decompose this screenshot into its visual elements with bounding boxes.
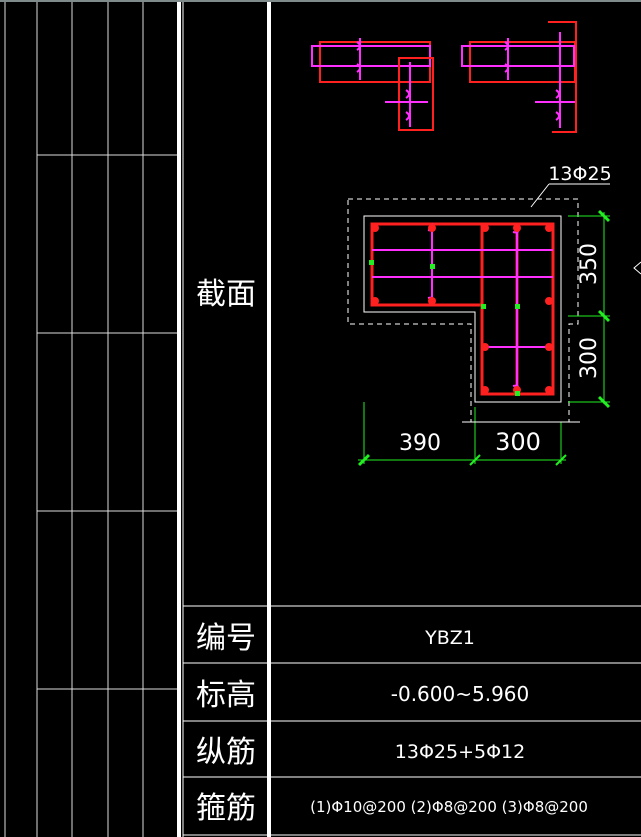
row-value-elevation: -0.600~5.960 bbox=[391, 682, 530, 706]
rebar-callout-text: 13Φ25 bbox=[548, 163, 611, 185]
dim-height-lower: 300 bbox=[577, 337, 602, 379]
small-rebar-bars bbox=[369, 260, 520, 396]
row-label-id: 编号 bbox=[196, 621, 256, 656]
rebar-callout: 13Φ25 bbox=[530, 163, 612, 208]
row-label-stirrup: 箍筋 bbox=[196, 791, 256, 826]
rebar-bars bbox=[371, 224, 553, 394]
stirrups bbox=[372, 223, 553, 394]
section-label: 截面 bbox=[196, 277, 256, 312]
dim-width-right: 300 bbox=[495, 428, 541, 456]
row-value-long-rebar: 13Φ25+5Φ12 bbox=[395, 741, 525, 763]
row-value-id: YBZ1 bbox=[424, 627, 475, 649]
row-label-long-rebar: 纵筋 bbox=[196, 735, 256, 770]
column-outline bbox=[363, 215, 562, 403]
column-outline-dashed bbox=[347, 198, 579, 423]
dimension-lines bbox=[357, 209, 611, 467]
row-value-stirrup: (1)Φ10@200 (2)Φ8@200 (3)Φ8@200 bbox=[310, 798, 588, 816]
table-frame bbox=[177, 2, 641, 837]
edge-marker bbox=[633, 261, 641, 275]
dim-width-left: 390 bbox=[399, 431, 441, 456]
left-grid bbox=[4, 2, 177, 837]
stirrup-detail-2 bbox=[461, 21, 577, 133]
row-label-elevation: 标高 bbox=[196, 678, 256, 713]
stirrup-detail-1 bbox=[311, 38, 434, 131]
dim-height-upper: 350 bbox=[577, 243, 602, 285]
